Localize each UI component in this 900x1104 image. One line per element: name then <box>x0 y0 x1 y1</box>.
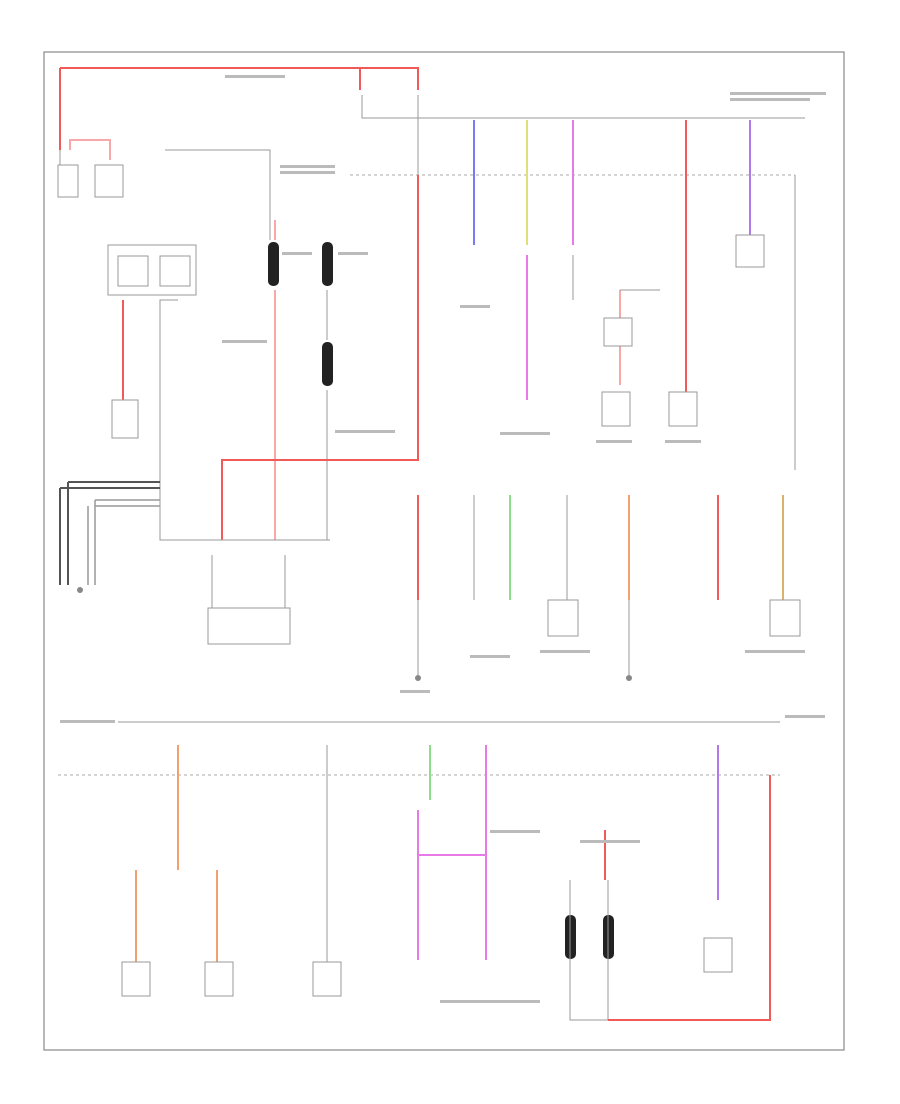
module-8 <box>735 234 765 268</box>
generator-group <box>165 149 419 645</box>
module-2 <box>547 599 579 637</box>
generator <box>207 607 291 645</box>
module-4 <box>121 961 151 997</box>
top-fuse-drops <box>417 120 751 400</box>
fusible-link-c <box>322 342 333 386</box>
top-modules <box>601 234 765 427</box>
battery-feed <box>59 67 419 165</box>
mid-fuse-row <box>415 495 801 681</box>
fusible-link-a <box>268 242 279 286</box>
ground-lines <box>59 481 160 593</box>
starter <box>94 164 124 198</box>
lower-fuse-bus <box>58 721 780 1021</box>
tiny-labels <box>60 75 826 1003</box>
module-5 <box>204 961 234 997</box>
module-6 <box>312 961 342 997</box>
left-ground-a <box>77 587 83 593</box>
diagram-frame <box>43 51 845 1051</box>
fusible-link-b <box>322 242 333 286</box>
module-7 <box>703 937 733 973</box>
battery <box>57 164 79 198</box>
battery-starter-group <box>57 164 200 541</box>
module-1 <box>111 399 139 439</box>
module-9 <box>668 391 698 427</box>
module-3 <box>769 599 801 637</box>
